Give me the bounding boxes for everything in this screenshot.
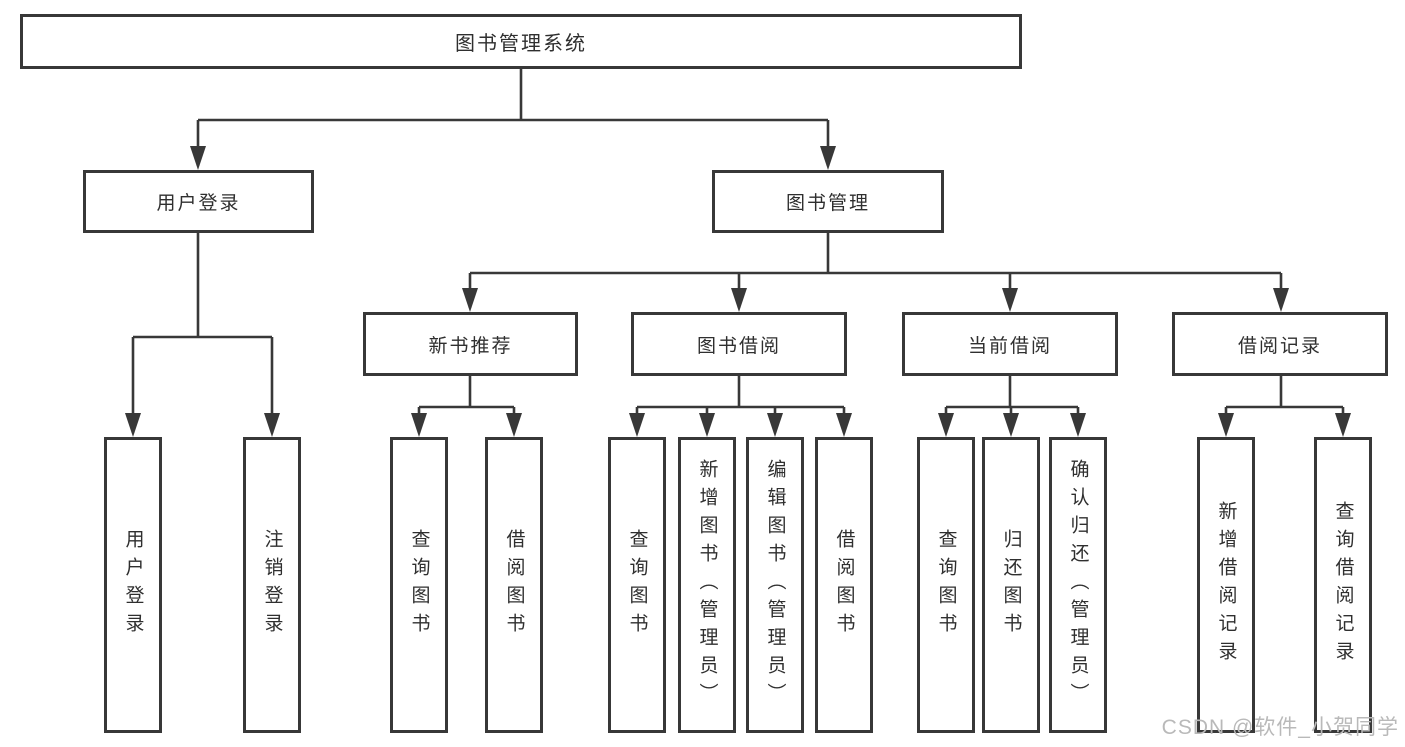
node-book-borrow: 图书借阅	[631, 312, 847, 376]
node-current-borrow: 当前借阅	[902, 312, 1118, 376]
leaf-user-login-label: 用户登录	[122, 529, 144, 641]
node-root: 图书管理系统	[20, 14, 1022, 69]
leaf-cb-confirm-return-admin-label: 确认归还（管理员）	[1067, 459, 1089, 711]
leaf-cb-confirm-return-admin: 确认归还（管理员）	[1049, 437, 1107, 733]
leaf-cb-return-books: 归还图书	[982, 437, 1040, 733]
leaf-br-add-record: 新增借阅记录	[1197, 437, 1255, 733]
leaf-user-login: 用户登录	[104, 437, 162, 733]
node-root-label: 图书管理系统	[455, 33, 587, 55]
node-new-book-rec: 新书推荐	[363, 312, 578, 376]
leaf-bb-edit-books-admin-label: 编辑图书（管理员）	[764, 459, 786, 711]
leaf-logout-label: 注销登录	[261, 529, 283, 641]
node-borrow-records-label: 借阅记录	[1237, 335, 1322, 357]
leaf-bb-query-books: 查询图书	[608, 437, 666, 733]
csdn-watermark: CSDN @软件_小贺同学	[1161, 716, 1399, 739]
node-book-mgmt-label: 图书管理	[785, 193, 870, 214]
node-user-login: 用户登录	[83, 170, 314, 233]
leaf-logout: 注销登录	[243, 437, 301, 733]
leaf-br-query-record: 查询借阅记录	[1314, 437, 1372, 733]
leaf-bb-query-books-label: 查询图书	[626, 529, 648, 641]
leaf-bb-add-books-admin-label: 新增图书（管理员）	[696, 459, 718, 711]
node-borrow-records: 借阅记录	[1172, 312, 1388, 376]
leaf-nbr-borrow-books: 借阅图书	[485, 437, 543, 733]
node-book-borrow-label: 图书借阅	[696, 335, 781, 357]
leaf-nbr-query-books: 查询图书	[390, 437, 448, 733]
leaf-bb-borrow-books-label: 借阅图书	[833, 529, 855, 641]
leaf-nbr-borrow-books-label: 借阅图书	[503, 529, 525, 641]
leaf-cb-query-books-label: 查询图书	[935, 529, 957, 641]
leaf-cb-query-books: 查询图书	[917, 437, 975, 733]
leaf-br-add-record-label: 新增借阅记录	[1215, 501, 1237, 669]
leaf-br-query-record-label: 查询借阅记录	[1332, 501, 1354, 669]
leaf-bb-edit-books-admin: 编辑图书（管理员）	[746, 437, 804, 733]
leaf-bb-add-books-admin: 新增图书（管理员）	[678, 437, 736, 733]
leaf-bb-borrow-books: 借阅图书	[815, 437, 873, 733]
node-new-book-rec-label: 新书推荐	[428, 335, 513, 357]
leaf-cb-return-books-label: 归还图书	[1000, 529, 1022, 641]
node-current-borrow-label: 当前借阅	[967, 335, 1052, 357]
node-book-mgmt: 图书管理	[712, 170, 944, 233]
node-user-login-label: 用户登录	[156, 193, 241, 214]
leaf-nbr-query-books-label: 查询图书	[408, 529, 430, 641]
